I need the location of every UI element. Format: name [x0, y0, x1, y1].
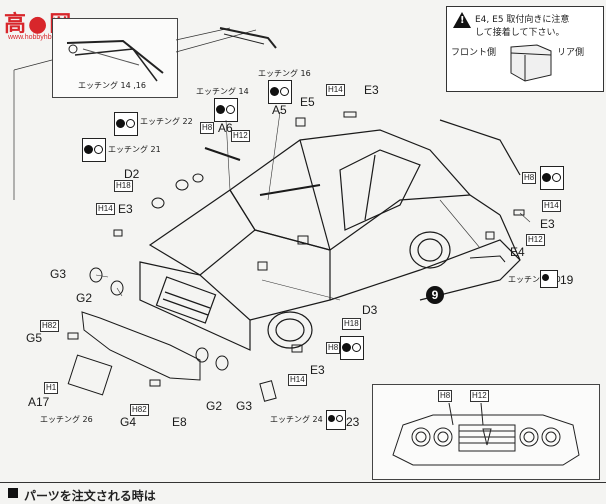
- paint-marker-h8-right: [540, 166, 564, 190]
- note-front-label: フロント側: [451, 48, 497, 58]
- part-label-e3-bottom: E3: [310, 363, 325, 377]
- paint-code-h82-a: H82: [40, 320, 59, 332]
- warning-icon: !: [453, 12, 471, 28]
- paint-number-23: 23: [346, 415, 360, 429]
- paint-marker-21: [82, 138, 106, 162]
- paint-code-h8-inset: H8: [438, 390, 453, 402]
- grille-detail-inset: [372, 384, 600, 480]
- etching-14-16-label: エッチング 14 ,16: [78, 81, 146, 90]
- paint-marker-19: [540, 270, 558, 288]
- footer-bar: パーツを注文される時は: [0, 482, 606, 504]
- paint-code-h18-b: H18: [342, 318, 361, 330]
- paint-code-h82-b: H82: [130, 404, 149, 416]
- paint-code-h14-d: H14: [288, 374, 307, 386]
- note-rear-label: リア側: [557, 48, 585, 58]
- step-number-badge: 9: [426, 286, 444, 304]
- etching-26-label: エッチング 26: [40, 415, 93, 424]
- etching-20-label: エッチング 20: [508, 275, 561, 284]
- part-label-g2-left: G2: [76, 291, 93, 305]
- part-label-e3-top: E3: [364, 83, 379, 97]
- part-label-g4: G4: [120, 415, 137, 429]
- paint-code-h8-c: H8: [326, 342, 341, 354]
- part-label-e5: E5: [300, 95, 315, 109]
- bullet-square-icon: [8, 488, 18, 498]
- part-label-a5: A5: [272, 103, 287, 117]
- paint-code-h12-b: H12: [526, 234, 545, 246]
- paint-code-h14-c: H14: [542, 200, 561, 212]
- wiper-detail-inset: [52, 18, 178, 98]
- paint-code-h12-a: H12: [231, 130, 250, 142]
- part-label-e8: E8: [172, 415, 187, 429]
- footer-parts-order-text: パーツを注文される時は: [24, 489, 156, 503]
- grille-drawing: [392, 402, 580, 466]
- part-label-g3-left: G3: [50, 267, 67, 281]
- paint-code-h14-b: H14: [96, 203, 115, 215]
- note-part-drawing: [510, 44, 552, 82]
- part-label-d2: D2: [124, 167, 140, 181]
- note-line-2: して接着して下さい。: [475, 28, 565, 38]
- part-label-a6: A6: [218, 121, 233, 135]
- paint-marker-23: [326, 410, 346, 430]
- paint-code-h12-inset: H12: [470, 390, 489, 402]
- paint-code-h1: H1: [44, 382, 59, 394]
- etching-14-label: エッチング 14: [196, 87, 249, 96]
- paint-marker-h8-middle: [340, 336, 364, 360]
- part-label-a17: A17: [28, 395, 50, 409]
- paint-marker-22: [114, 112, 138, 136]
- note-line-1: E4, E5 取付向きに注意: [475, 15, 570, 25]
- wiper-detail-drawing: [66, 39, 164, 82]
- paint-code-h14-a: H14: [326, 84, 345, 96]
- part-label-e4: E4: [510, 245, 525, 259]
- wiper-part-top: [219, 27, 277, 49]
- part-label-g5: G5: [26, 331, 43, 345]
- part-label-e3-right: E3: [540, 217, 555, 231]
- paint-code-h8-a: H8: [200, 122, 215, 134]
- etching-24-label: エッチング 24: [270, 415, 323, 424]
- part-label-g3-bottom: G3: [236, 399, 253, 413]
- etching-16-label: エッチング 16: [258, 69, 311, 78]
- paint-number-19: 19: [560, 273, 574, 287]
- part-label-e3-left: E3: [118, 202, 133, 216]
- etching-21-label: エッチング 21: [108, 145, 161, 154]
- mounting-note-box: ! E4, E5 取付向きに注意 して接着して下さい。 フロント側 リア側: [446, 6, 604, 92]
- paint-marker-a5: [268, 80, 292, 104]
- part-label-d3: D3: [362, 303, 378, 317]
- etching-22-label: エッチング 22: [140, 117, 193, 126]
- watermark-url: www.hobbyhb.com: [8, 34, 67, 41]
- part-label-g2-bottom: G2: [206, 399, 223, 413]
- paint-code-h8-b: H8: [522, 172, 537, 184]
- paint-code-h18-a: H18: [114, 180, 133, 192]
